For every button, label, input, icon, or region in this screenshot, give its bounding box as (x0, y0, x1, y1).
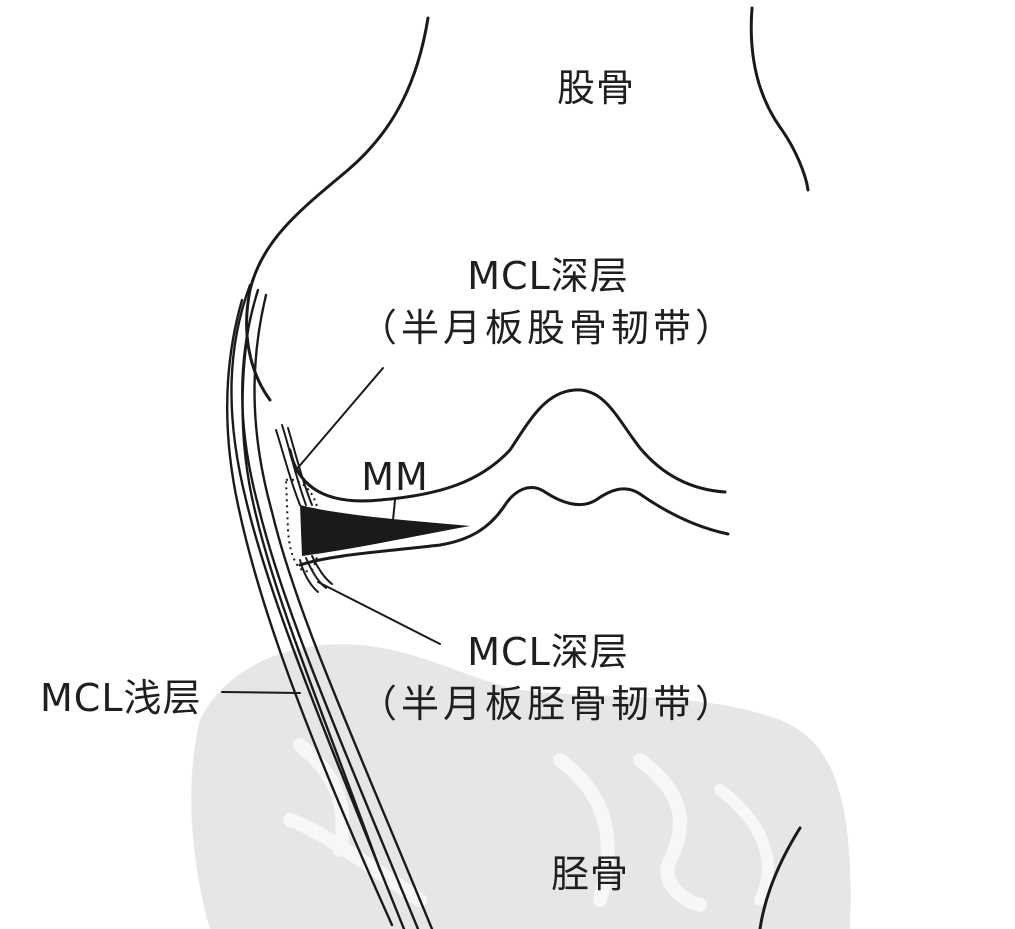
tibial-plateau-surface (298, 486, 730, 567)
leader-mm (391, 499, 396, 531)
watermark-stroke-4 (633, 753, 707, 912)
mcl-superficial-fiber-5 (241, 328, 382, 872)
label-mcl-deep-femoral-subtitle: （半月板股骨韧带） (358, 306, 738, 350)
leader-lines (221, 367, 441, 694)
label-mcl-superficial: MCL浅层 (40, 676, 202, 720)
tibia-outline (298, 486, 802, 929)
mcl-deep-tibial-fiber-3 (311, 555, 333, 585)
watermark-seal (191, 644, 851, 929)
label-mcl-deep-tibial-title: MCL深层 (467, 630, 629, 674)
mcl-deep-tibial-fiber-1 (299, 559, 319, 593)
mcl-deep-tibial-fiber-2 (305, 557, 327, 589)
meniscus-wedge (300, 505, 470, 556)
tibia-lateral-contour (758, 826, 802, 929)
femoral-condyle-surface (288, 388, 727, 503)
label-mcl-deep-tibial-subtitle: （半月板胫骨韧带） (358, 682, 738, 726)
label-tibia: 胫骨 (550, 852, 630, 896)
mcl-deep-fibers (275, 424, 333, 593)
femur-lateral-contour (749, 6, 810, 192)
mcl-deep-femoral-fiber-2 (281, 424, 307, 506)
mcl-superficial-fiber-1 (230, 283, 406, 929)
watermark-stroke-3 (553, 753, 615, 907)
leader-deep-tibial (317, 581, 441, 645)
watermark-stroke-5 (714, 784, 774, 906)
mcl-superficial-band (226, 283, 434, 929)
leader-deep-femoral (295, 367, 384, 471)
label-mcl-deep-femoral-title: MCL深层 (467, 254, 629, 298)
watermark-stroke-1 (293, 738, 350, 857)
label-medial-meniscus: MM (361, 455, 429, 499)
mcl-superficial-fiber-4 (226, 298, 394, 927)
leader-superficial (221, 691, 301, 694)
mcl-deep-femoral-fiber-1 (275, 429, 301, 506)
label-femur: 股骨 (556, 66, 636, 110)
mcl-superficial-fiber-3 (253, 293, 434, 929)
